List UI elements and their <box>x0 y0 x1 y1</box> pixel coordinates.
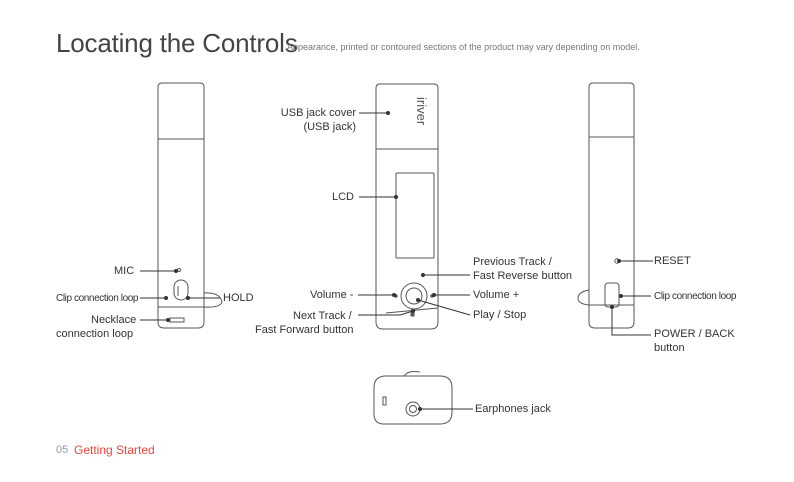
label-hold: HOLD <box>223 292 254 304</box>
label-power-back-line1: POWER / BACK <box>654 328 735 340</box>
label-previous-track-line1: Previous Track / <box>473 256 552 268</box>
label-usb-cover-line2: (USB jack) <box>303 121 356 133</box>
label-necklace-line1: Necklace <box>91 314 137 326</box>
page-title: Locating the Controls <box>56 28 298 58</box>
page-subtitle: Appearance, printed or contoured section… <box>287 42 640 52</box>
label-power-back-line2: button <box>654 342 685 354</box>
brand-logo: iriver <box>414 97 429 126</box>
label-next-track-line2: Fast Forward button <box>255 324 354 336</box>
right-device-side-view <box>577 82 635 329</box>
label-usb-cover-line1: USB jack cover <box>280 107 356 119</box>
label-reset: RESET <box>654 255 691 267</box>
label-previous-track-line2: Fast Reverse button <box>473 270 573 282</box>
center-device-front-view <box>375 83 439 330</box>
label-play-stop: Play / Stop <box>473 309 527 321</box>
label-volume-minus: Volume - <box>310 289 354 301</box>
label-necklace-line2: connection loop <box>56 328 134 340</box>
label-clip-connection-loop-left: Clip connection loop <box>56 293 139 304</box>
section-title: Getting Started <box>74 443 155 457</box>
label-mic: MIC <box>114 265 135 277</box>
label-next-track-line1: Next Track / <box>293 310 352 322</box>
label-volume-plus: Volume + <box>473 289 520 301</box>
label-lcd: LCD <box>332 191 355 203</box>
label-earphones-jack: Earphones jack <box>475 403 551 415</box>
page-number: 05 <box>56 444 69 456</box>
left-device-side-view <box>157 82 223 329</box>
label-clip-connection-loop-right: Clip connection loop <box>654 291 737 302</box>
bottom-device-end-view <box>373 371 453 425</box>
